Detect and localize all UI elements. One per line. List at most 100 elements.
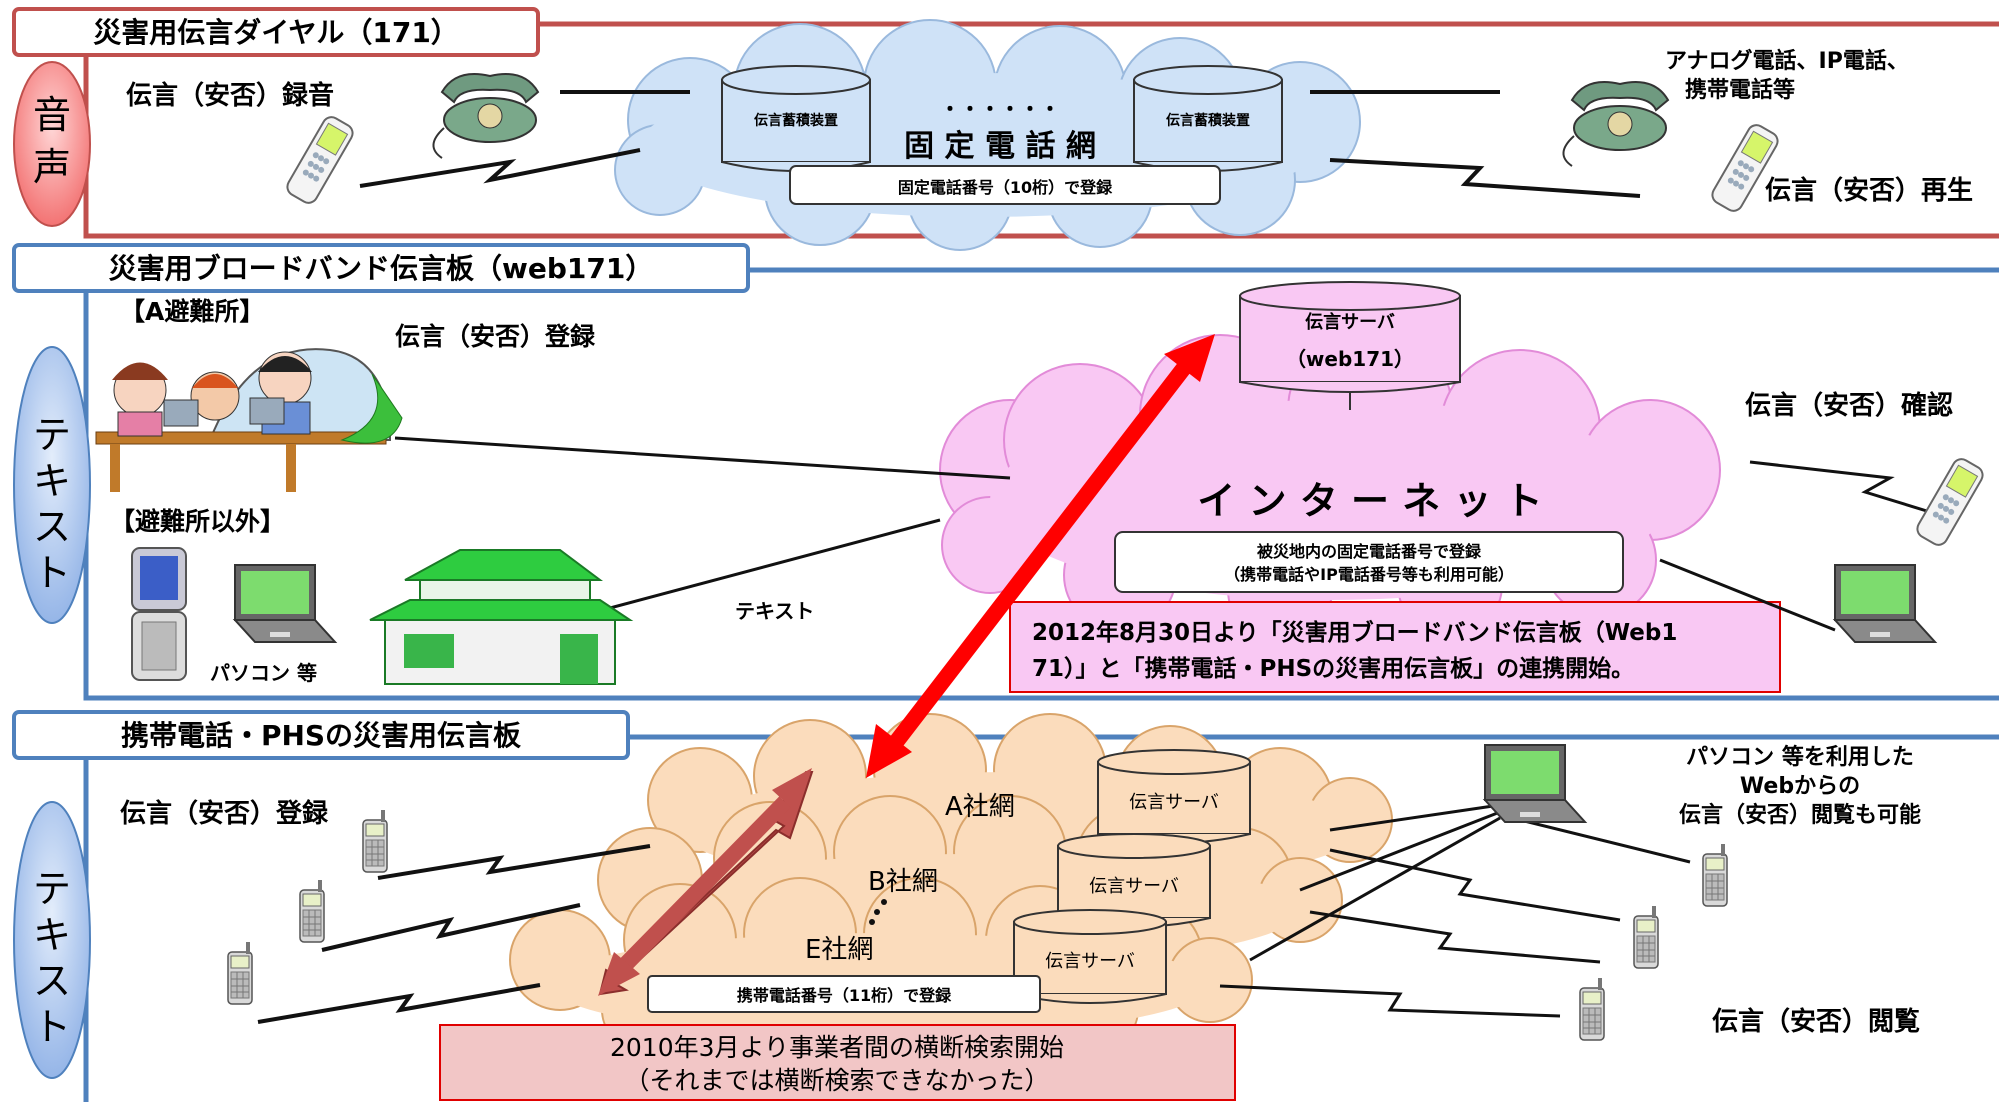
search-note-box bbox=[439, 1024, 1236, 1101]
mobile-pc-note-2: Webからの bbox=[1740, 774, 1860, 799]
voice-side-label-1: 音 bbox=[33, 93, 71, 137]
cellphone-icon-left bbox=[283, 112, 357, 208]
mobile-side-label-4: ト bbox=[33, 1005, 71, 1049]
mobile-side-label-1: テ bbox=[33, 867, 71, 911]
voice-zigzag-right bbox=[1329, 158, 1641, 198]
web-section-title: 災害用ブロードバンド伝言板（web171） bbox=[109, 252, 654, 285]
web-pc-label: パソコン 等 bbox=[210, 661, 317, 685]
cross-search-arrow-head-bottom bbox=[598, 952, 640, 996]
b-network-label: B社網 bbox=[868, 867, 938, 897]
mobile-laptop-icon bbox=[1484, 744, 1586, 823]
telephone-icon-right bbox=[1562, 81, 1669, 167]
a-network-label: A社網 bbox=[945, 792, 1015, 822]
mobile-register-label: 伝言（安否）登録 bbox=[120, 798, 329, 829]
storage-left bbox=[721, 65, 871, 172]
web-side-badge bbox=[13, 346, 91, 624]
fixed-network-name: 固 定 電 話 網 bbox=[904, 129, 1096, 164]
server-e-label: 伝言サーバ bbox=[1045, 951, 1135, 972]
web171-server bbox=[1239, 281, 1461, 393]
fixed-register-note: 固定電話番号（10桁）で登録 bbox=[898, 178, 1113, 197]
internet-note-2: （携帯電話やIP電話番号等も利用可能） bbox=[1224, 565, 1514, 584]
mobile-side-badge bbox=[13, 801, 91, 1079]
link-start-note-1: 2012年8月30日より「災害用ブロードバンド伝言板（Web1 bbox=[1032, 619, 1677, 646]
storage-dots: ・・・・・・ bbox=[940, 97, 1060, 121]
fixed-register-note-box bbox=[789, 165, 1221, 205]
mobile-phone-icon-1 bbox=[362, 809, 388, 873]
cellphone-icon-confirm bbox=[1913, 454, 1987, 550]
mobile-right-zigzag-3 bbox=[1219, 984, 1561, 1018]
mobile-pc-note-1: パソコン 等を利用した bbox=[1686, 744, 1914, 770]
mobile-register-note-box bbox=[647, 975, 1041, 1013]
web-side-label-3: ス bbox=[33, 505, 71, 549]
link-start-note-2: 71）」と「携帯電話・PHSの災害用伝言板」の連携開始。 bbox=[1032, 655, 1634, 682]
storage-right-label: 伝言蓄積装置 bbox=[1166, 112, 1250, 129]
voice-playback-label: 伝言（安否）再生 bbox=[1765, 176, 1973, 206]
web-confirm-label: 伝言（安否）確認 bbox=[1745, 390, 1953, 421]
confirm-zigzag-line bbox=[1749, 460, 1931, 514]
mobile-right-line-3 bbox=[1249, 816, 1501, 962]
house-line bbox=[549, 518, 941, 626]
voice-section-title-box bbox=[12, 7, 540, 57]
outside-shelter-label: 【避難所以外】 bbox=[110, 507, 285, 536]
mobile-phone-icon-6 bbox=[1579, 977, 1605, 1041]
mobile-phone-icon-3 bbox=[227, 941, 253, 1005]
mobile-side-label-2: キ bbox=[33, 913, 71, 957]
link-arrow-head-top bbox=[1164, 334, 1215, 382]
mobile-left-line-1 bbox=[377, 844, 651, 880]
voice-device-list-1: アナログ電話、IP電話、 bbox=[1665, 48, 1909, 74]
laptop-icon bbox=[234, 564, 336, 643]
internet-label: イ ン タ ー ネ ッ ト bbox=[1197, 479, 1542, 523]
mobile-register-note: 携帯電話番号（11桁）で登録 bbox=[737, 986, 952, 1005]
internet-note-1: 被災地内の固定電話番号で登録 bbox=[1257, 542, 1482, 561]
mobile-right-zigzag-2 bbox=[1309, 910, 1601, 964]
network-dot-2 bbox=[874, 909, 880, 915]
text-flow-label: テキスト bbox=[735, 599, 814, 623]
mobile-side-label-3: ス bbox=[33, 959, 71, 1003]
shelter-a-label: 【A避難所】 bbox=[120, 297, 264, 326]
server-e bbox=[1013, 909, 1167, 1004]
mobile-left-line-3 bbox=[257, 983, 541, 1024]
search-note-1: 2010年3月より事業者間の横断検索開始 bbox=[610, 1033, 1064, 1062]
shelter-line bbox=[394, 436, 1011, 480]
web-section-title-box bbox=[12, 243, 750, 293]
voice-record-label: 伝言（安否）録音 bbox=[126, 80, 334, 111]
mobile-right-line-2 bbox=[1299, 810, 1501, 892]
server-a-label: 伝言サーバ bbox=[1129, 792, 1219, 813]
mobile-section-title-box bbox=[12, 710, 630, 760]
search-note-2: （それまでは横断検索できなかった） bbox=[624, 1066, 1049, 1095]
shelter-illustration bbox=[95, 348, 403, 492]
mobile-phone-icon-4 bbox=[1702, 843, 1728, 907]
confirm-pc-line bbox=[1659, 558, 1836, 632]
server-b-label: 伝言サーバ bbox=[1089, 876, 1179, 897]
web-register-label: 伝言（安否）登録 bbox=[395, 322, 596, 351]
link-arrow-head-bottom bbox=[866, 724, 912, 778]
mobile-left-line-2 bbox=[321, 903, 581, 952]
cross-search-arrow-shaft bbox=[619, 796, 791, 971]
web-side-label-2: キ bbox=[33, 459, 71, 503]
storage-left-label: 伝言蓄積装置 bbox=[754, 112, 838, 129]
telephone-icon-left bbox=[432, 73, 539, 159]
mobile-section-title: 携帯電話・PHSの災害用伝言板 bbox=[121, 719, 521, 752]
flip-phone-icon bbox=[131, 547, 187, 681]
mobile-pc-note-3: 伝言（安否）閲覧も可能 bbox=[1679, 802, 1921, 828]
voice-zigzag-left bbox=[359, 148, 641, 188]
mobile-phone-icon-5 bbox=[1633, 905, 1659, 969]
web171-server-label-2: （web171） bbox=[1286, 347, 1414, 371]
laptop-icon-confirm bbox=[1834, 564, 1936, 643]
link-start-note-box bbox=[1009, 601, 1781, 693]
cross-search-arrow-head-top bbox=[772, 768, 812, 812]
voice-section-title: 災害用伝言ダイヤル（171） bbox=[93, 16, 459, 49]
mobile-right-line-1 bbox=[1329, 803, 1501, 832]
web-side-label-4: ト bbox=[33, 551, 71, 595]
mobile-view-label: 伝言（安否）閲覧 bbox=[1712, 1007, 1920, 1037]
web-side-label-1: テ bbox=[33, 413, 71, 457]
e-network-label: E社網 bbox=[805, 935, 873, 965]
house-icon bbox=[369, 549, 634, 685]
internet-note-box bbox=[1114, 531, 1624, 593]
voice-side-label-2: 声 bbox=[33, 145, 71, 189]
network-dot-3 bbox=[869, 919, 875, 925]
voice-side-badge bbox=[13, 61, 91, 227]
voice-device-list-2: 携帯電話等 bbox=[1685, 77, 1795, 103]
